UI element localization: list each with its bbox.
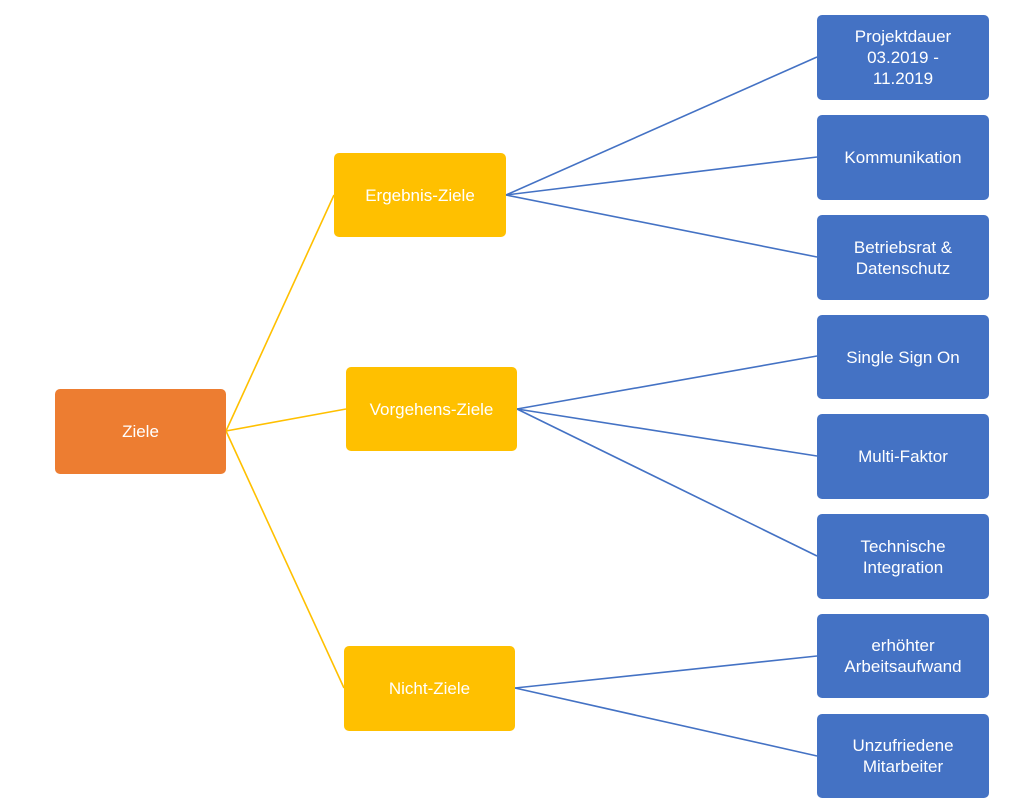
- leaf-node-kommunikation[interactable]: Kommunikation: [817, 115, 989, 200]
- group-node-label: Vorgehens-Ziele: [369, 399, 494, 419]
- leaf-node-label: Unzufriedene Mitarbeiter: [852, 736, 954, 776]
- leaf-node-mitarbeiter[interactable]: Unzufriedene Mitarbeiter: [817, 714, 989, 798]
- leaf-node-single-sign-on[interactable]: Single Sign On: [817, 315, 989, 399]
- leaf-node-projektdauer[interactable]: Projektdauer 03.2019 - 11.2019: [817, 15, 989, 100]
- leaf-node-label: Single Sign On: [846, 347, 960, 367]
- connector-root-nicht: [225, 430, 345, 689]
- leaf-node-technische-integration[interactable]: Technische Integration: [817, 514, 989, 599]
- group-node-label: Nicht-Ziele: [388, 679, 471, 698]
- leaf-node-label: Kommunikation: [844, 148, 962, 167]
- connector-root-vorgehens: [225, 408, 347, 432]
- connector-ergebnis-betriebsrat: [505, 194, 818, 258]
- group-node-ergebnis-ziele[interactable]: Ergebnis-Ziele: [334, 153, 506, 237]
- leaf-node-label: erhöhter Arbeitsaufwand: [844, 636, 962, 676]
- leaf-node-label: Projektdauer 03.2019 - 11.2019: [854, 27, 952, 88]
- root-node-ziele[interactable]: Ziele: [55, 389, 226, 474]
- root-node-label: Ziele: [122, 422, 159, 441]
- connector-vorgehens-sso: [516, 355, 818, 410]
- connector-nicht-arbeitsaufwand: [514, 655, 818, 689]
- connector-vorgehens-technische: [516, 408, 818, 557]
- connector-vorgehens-multifaktor: [516, 408, 818, 457]
- leaf-node-label: Technische Integration: [860, 536, 946, 577]
- leaf-node-betriebsrat[interactable]: Betriebsrat & Datenschutz: [817, 215, 989, 300]
- connector-ergebnis-kommunikation: [505, 156, 818, 196]
- connector-ergebnis-projektdauer: [505, 56, 818, 196]
- group-node-nicht-ziele[interactable]: Nicht-Ziele: [344, 646, 515, 731]
- leaf-node-multi-faktor[interactable]: Multi-Faktor: [817, 414, 989, 499]
- leaf-node-label: Multi-Faktor: [858, 447, 948, 466]
- connector-nicht-mitarbeiter: [514, 687, 818, 757]
- group-node-label: Ergebnis-Ziele: [365, 185, 475, 205]
- leaf-node-arbeitsaufwand[interactable]: erhöhter Arbeitsaufwand: [817, 614, 989, 698]
- connector-root-ergebnis: [225, 194, 335, 432]
- leaf-node-label: Betriebsrat & Datenschutz: [853, 237, 953, 278]
- group-node-vorgehens-ziele[interactable]: Vorgehens-Ziele: [346, 367, 517, 451]
